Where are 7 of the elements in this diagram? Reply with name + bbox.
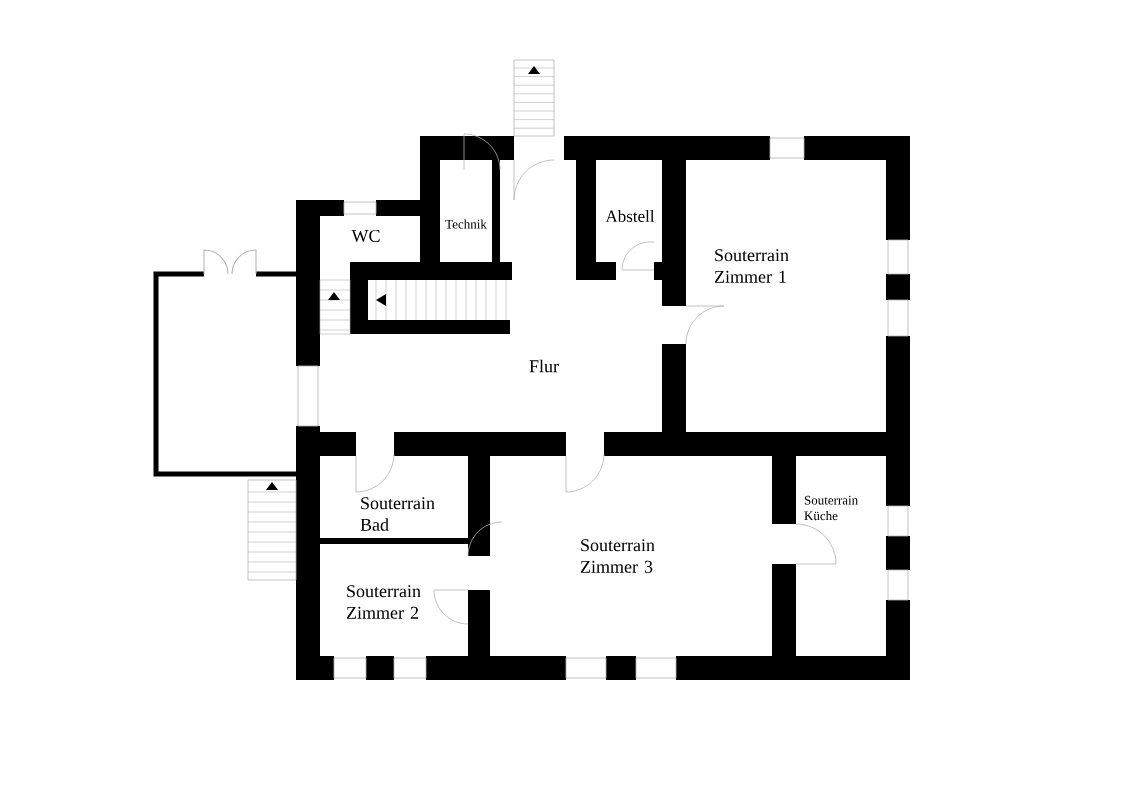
room-label: Abstell xyxy=(605,210,655,222)
room-label: Souterrain Bad xyxy=(360,497,435,531)
room-label: Flur xyxy=(529,359,559,373)
room-label: Souterrain Zimmer 2 xyxy=(346,585,421,619)
room-label: Souterrain Zimmer 3 xyxy=(580,539,655,573)
room-label: Souterrain Zimmer 1 xyxy=(714,249,789,283)
room-label: WC xyxy=(351,229,380,243)
